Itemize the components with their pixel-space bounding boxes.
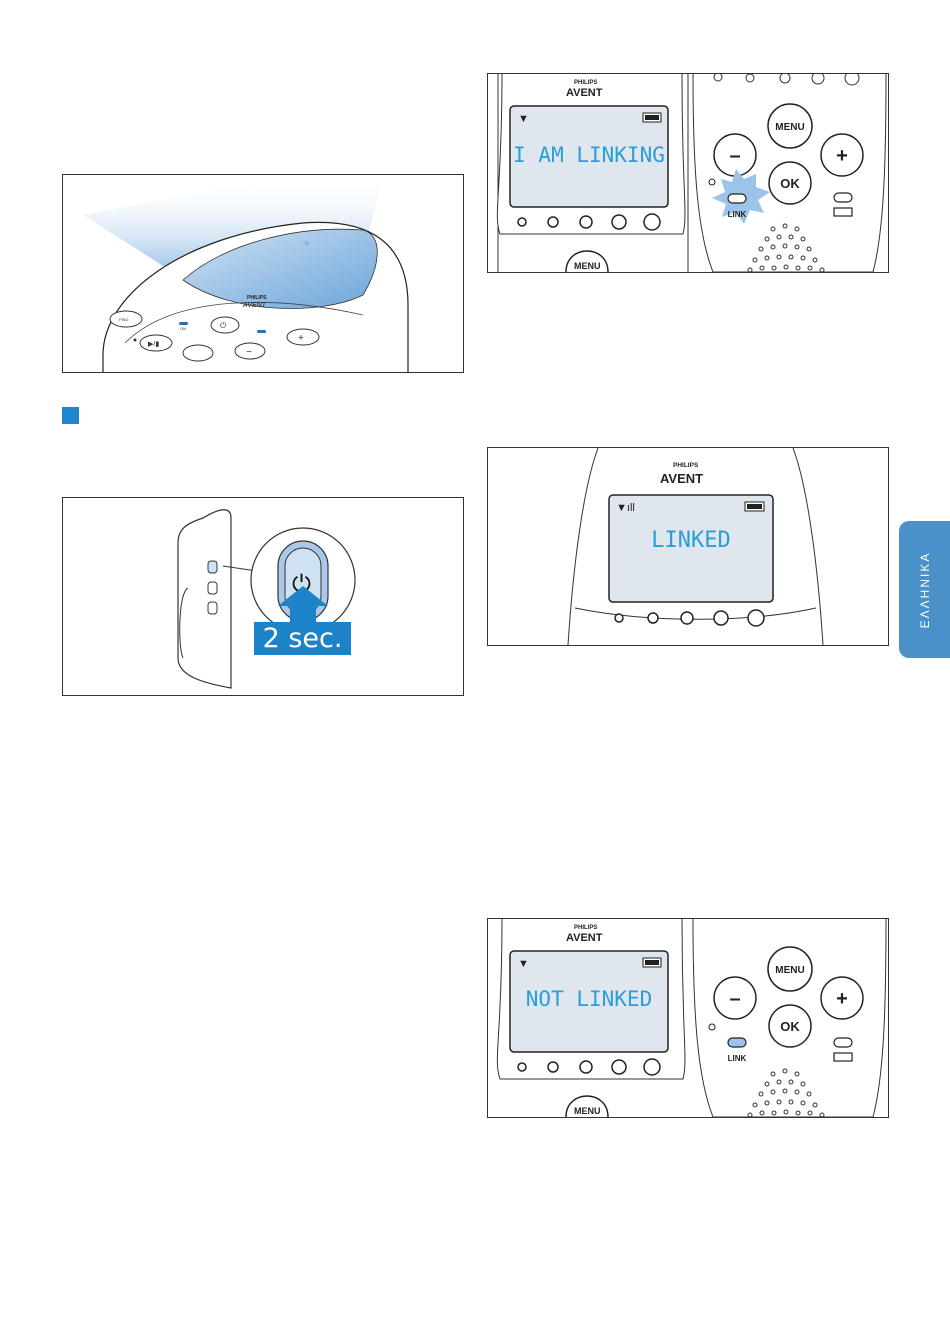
svg-text:MENU: MENU <box>574 1106 601 1116</box>
parent-unit-side <box>178 510 231 688</box>
svg-text:LINK: LINK <box>728 210 747 219</box>
svg-text:−: − <box>246 347 252 358</box>
figure-power-button: ⏻ <box>62 497 464 696</box>
step-bullet <box>62 407 79 424</box>
svg-text:–: – <box>729 145 740 167</box>
language-tab[interactable]: ΕΛΛΗΝΙΚΑ <box>899 521 950 658</box>
lcd-message-linking: I AM LINKING <box>513 143 665 167</box>
link-button-3[interactable] <box>728 1038 746 1047</box>
find-button-label: FIND <box>119 317 128 322</box>
unit-brand-avent: AVENT <box>242 302 267 309</box>
side-button-1[interactable] <box>208 561 217 573</box>
svg-text:MENU: MENU <box>775 965 804 976</box>
link-button[interactable] <box>728 194 746 203</box>
on-label: ON <box>180 326 186 331</box>
svg-text:–: – <box>729 988 740 1010</box>
brand-philips-3: PHILIPS <box>574 925 597 931</box>
svg-text:⏻: ⏻ <box>220 321 227 330</box>
svg-text:▶/▮: ▶/▮ <box>148 341 159 348</box>
brand-philips: PHILIPS <box>574 80 597 86</box>
svg-text:OK: OK <box>780 176 800 191</box>
svg-text:+: + <box>298 333 304 344</box>
brand-avent-3: AVENT <box>566 932 603 944</box>
svg-text:LINK: LINK <box>728 1054 747 1063</box>
lcd-message-not-linked: NOT LINKED <box>526 987 652 1011</box>
language-tab-label: ΕΛΛΗΝΙΚΑ <box>918 551 932 628</box>
battery-charge-icon-3 <box>834 1053 852 1061</box>
brand-avent-2: AVENT <box>660 471 703 486</box>
signal-strength-icon: ▼ıll <box>616 502 635 514</box>
on-led-icon <box>179 322 188 325</box>
svg-text:MENU: MENU <box>775 122 804 133</box>
svg-text:+: + <box>836 988 848 1010</box>
figure-not-linked: PHILIPS AVENT ▼ NOT LINKED MENU MENU – +… <box>487 918 889 1118</box>
battery-charge-icon <box>834 208 852 216</box>
figure-baby-unit-light: PHILIPS AVENT FIND ON ⏻ ▶/▮ − + ☼ <box>62 174 464 373</box>
figure-linking: PHILIPS AVENT ▼ I AM LINKING MENU MENU –… <box>487 73 889 273</box>
nightlight-button[interactable] <box>183 345 213 361</box>
mic-icon <box>134 339 137 342</box>
antenna-icon: ▼ <box>518 113 529 125</box>
figure-linked: PHILIPS AVENT ▼ıll LINKED <box>487 447 889 646</box>
svg-text:+: + <box>836 145 848 167</box>
brand-avent: AVENT <box>566 87 603 99</box>
press-duration-badge: 2 sec. <box>254 622 351 655</box>
side-button-2[interactable] <box>208 582 217 594</box>
light-sensor-icon: ☼ <box>303 238 310 247</box>
side-button-3[interactable] <box>208 602 217 614</box>
unit-brand-philips: PHILIPS <box>247 295 267 301</box>
svg-text:MENU: MENU <box>574 261 601 271</box>
svg-text:OK: OK <box>780 1019 800 1034</box>
mode-led-icon <box>257 330 266 333</box>
lcd-message-linked: LINKED <box>651 528 730 553</box>
antenna-icon-3: ▼ <box>518 958 529 970</box>
brand-philips-2: PHILIPS <box>673 462 699 469</box>
